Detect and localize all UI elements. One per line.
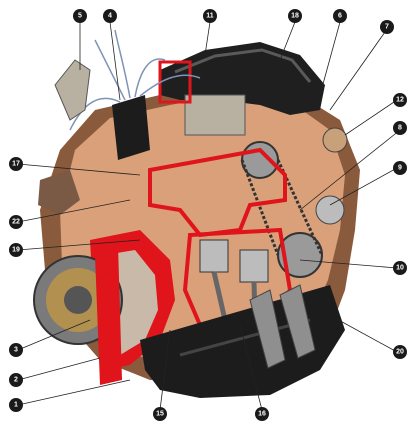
svg-text:10: 10	[396, 265, 404, 272]
callout-1: 1	[9, 398, 23, 412]
breather-pipe	[54, 59, 91, 121]
callout-8: 8	[393, 121, 407, 135]
callout-18: 18	[288, 9, 302, 23]
svg-text:19: 19	[12, 247, 20, 254]
callout-19: 19	[9, 243, 23, 257]
svg-text:6: 6	[338, 13, 342, 20]
exhaust-pipes	[249, 284, 316, 369]
svg-text:8: 8	[398, 125, 402, 132]
leader-lines	[17, 21, 401, 411]
svg-text:17: 17	[12, 161, 20, 168]
svg-text:11: 11	[206, 13, 214, 20]
callout-2: 2	[9, 373, 23, 387]
callout-9: 9	[393, 161, 407, 175]
callout-6: 6	[333, 9, 347, 23]
svg-text:4: 4	[108, 13, 112, 20]
callout-5: 5	[73, 9, 87, 23]
distributor	[112, 95, 150, 160]
svg-text:3: 3	[14, 347, 18, 354]
air-intake-highlight	[174, 48, 312, 83]
callout-16: 16	[255, 407, 269, 421]
bellhousing-cutaway	[95, 245, 122, 385]
front-pulleys	[315, 127, 348, 225]
svg-text:2: 2	[14, 377, 18, 384]
callout-4: 4	[103, 9, 117, 23]
svg-text:12: 12	[396, 97, 404, 104]
svg-text:20: 20	[396, 349, 404, 356]
svg-text:22: 22	[12, 219, 20, 226]
callout-15: 15	[153, 407, 167, 421]
svg-text:18: 18	[291, 13, 299, 20]
svg-text:5: 5	[78, 13, 82, 20]
svg-text:7: 7	[385, 24, 389, 31]
svg-text:16: 16	[258, 411, 266, 418]
callout-11: 11	[203, 9, 217, 23]
callout-20: 20	[393, 345, 407, 359]
carburettor	[184, 94, 246, 136]
exhaust-manifold	[38, 170, 80, 215]
callout-3: 3	[9, 343, 23, 357]
callout-12: 12	[393, 93, 407, 107]
callout-17: 17	[9, 157, 23, 171]
ignition-leads	[69, 29, 201, 131]
callout-22: 22	[9, 215, 23, 229]
svg-text:15: 15	[156, 411, 164, 418]
callout-10: 10	[393, 261, 407, 275]
cylinder-head-cutaway	[148, 147, 287, 238]
engine-drawing	[33, 29, 360, 398]
svg-text:9: 9	[398, 165, 402, 172]
svg-text:1: 1	[14, 402, 18, 409]
callout-7: 7	[380, 20, 394, 34]
